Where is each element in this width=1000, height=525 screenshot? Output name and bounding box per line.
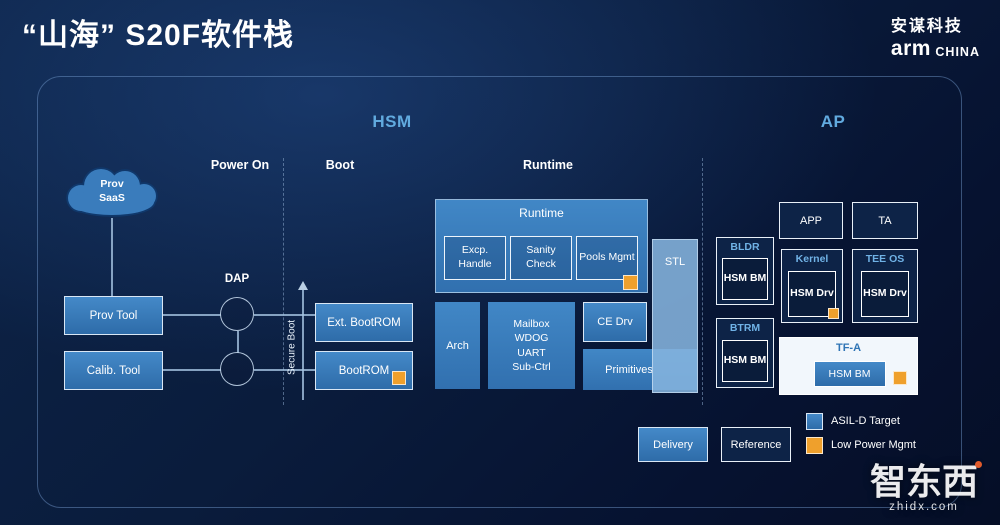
connector-line [237,331,239,353]
ext-bootrom-box: Ext. BootROM [315,303,413,342]
low-power-marker [828,308,839,319]
watermark-dot [975,461,982,469]
cloud-icon [66,167,158,217]
bldr-box: BLDR HSM BM [716,237,774,305]
section-header-hsm: HSM [372,112,412,131]
kernel-label: Kernel [795,253,829,265]
app-box: APP [779,202,843,239]
secure-boot-label: Secure Boot [286,319,298,375]
connector-line [254,369,315,371]
legend-lowpower-swatch [806,437,823,454]
legend-lowpower-label: Low Power Mgmt [831,439,916,451]
connector-line [111,218,113,297]
secure-boot-arrowhead [298,281,308,290]
china-wordmark: CHINA [935,45,980,59]
tfa-box: TF-A HSM BM [779,337,918,395]
btrm-box: BTRM HSM BM [716,318,774,388]
arm-wordmark: arm [890,37,931,60]
tfa-label: TF-A [835,342,862,354]
ce-drv-box: CE Drv [583,302,647,342]
divider-poweron-boot [283,158,284,405]
watermark: 智东西 zhidx.com [869,461,982,513]
cloud-label: Prov SaaS [99,178,125,204]
column-label-runtime: Runtime [523,158,573,172]
sanity-check-box: Sanity Check [510,236,572,280]
prov-tool-box: Prov Tool [64,296,163,335]
logo-cn-text: 安谋科技 [890,18,963,35]
low-power-marker [623,275,638,290]
hsm-bm-box: HSM BM [722,340,768,382]
stl-label: STL [664,256,686,268]
section-header-ap: AP [820,112,846,131]
btrm-label: BTRM [729,322,761,334]
divider-hsm-ap [702,158,703,405]
arm-china-logo: 安谋科技 arm CHINA [891,12,980,61]
reference-box: Reference [721,427,791,462]
mailbox-subctrl-box: Mailbox WDOG UART Sub-Ctrl [488,302,575,389]
secure-boot-arrow-line [302,290,304,400]
delivery-box: Delivery [638,427,708,462]
legend-asil-label: ASIL-D Target [831,415,900,427]
legend-asil-swatch [806,413,823,430]
connector-line [160,314,221,316]
runtime-container: Runtime Excp. Handle Sanity Check Pools … [435,199,648,293]
bootrom-label: BootROM [338,364,390,377]
kernel-box: Kernel HSM Drv [781,249,843,323]
low-power-marker [893,371,907,385]
connector-line [160,369,221,371]
hsm-bm-box: HSM BM [813,361,886,387]
calib-tool-box: Calib. Tool [64,351,163,390]
connector-line [254,314,315,316]
runtime-container-title: Runtime [519,206,564,220]
tee-os-label: TEE OS [865,253,905,265]
diagram-frame [37,76,962,508]
dap-circle-top [220,297,254,331]
stl-box: STL [652,239,698,393]
prov-saas-cloud: Prov SaaS [57,164,167,220]
bldr-label: BLDR [730,241,760,253]
slide-title: “山海” S20F软件栈 [22,19,295,52]
bootrom-box: BootROM [315,351,413,390]
column-label-power-on: Power On [210,158,270,172]
excp-handle-box: Excp. Handle [444,236,506,280]
tee-os-box: TEE OS HSM Drv [852,249,918,323]
hsm-bm-box: HSM BM [722,258,768,300]
pools-mgmt-box: Pools Mgmt [576,236,638,280]
column-label-boot: Boot [325,158,355,172]
watermark-en: zhidx.com [889,501,959,513]
low-power-marker [392,371,406,385]
ta-box: TA [852,202,918,239]
dap-label: DAP [224,273,250,285]
watermark-cn: 智东西 [869,461,978,503]
dap-circle-bottom [220,352,254,386]
arch-box: Arch [435,302,480,389]
hsm-drv-box: HSM Drv [861,271,909,317]
